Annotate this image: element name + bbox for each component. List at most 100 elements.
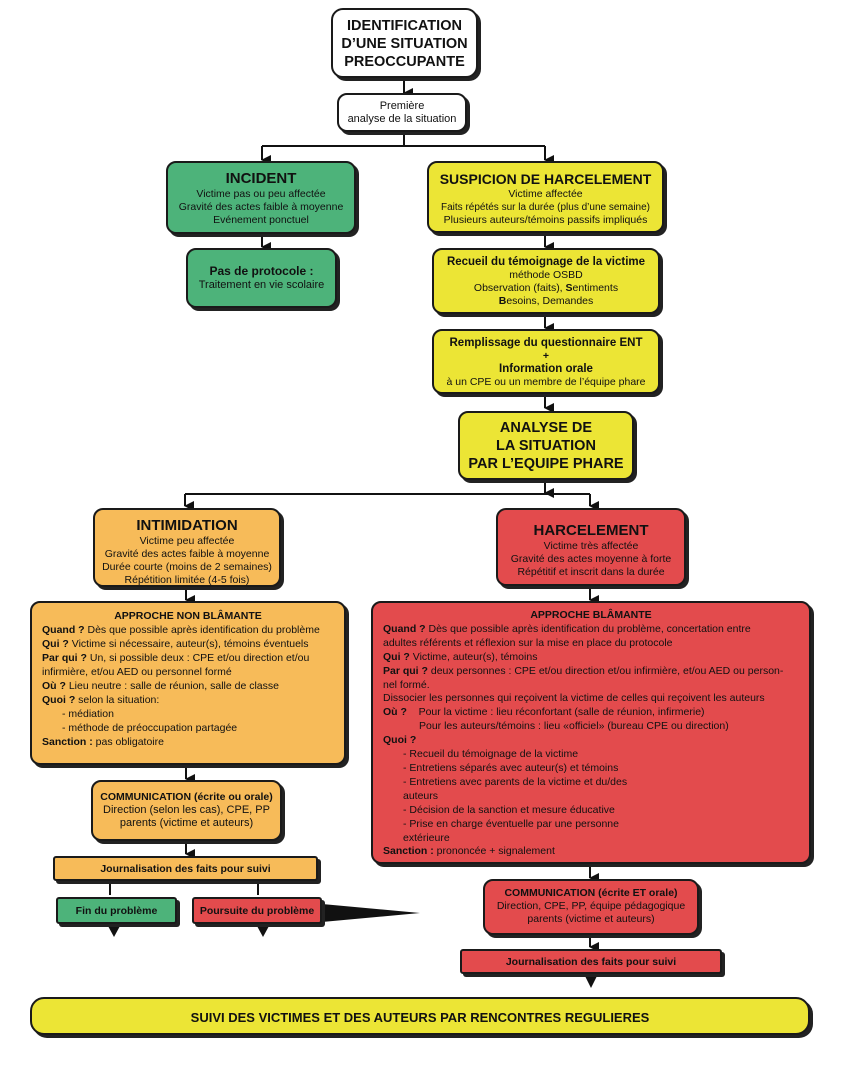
journal-left-text: Journalisation des faits pour suivi bbox=[100, 863, 271, 875]
recueil-line: Observation (faits), Sentiments bbox=[434, 282, 658, 295]
approche-blamante-title: APPROCHE BLÂMANTE bbox=[530, 609, 652, 621]
harcelement-line: Répétitif et inscrit dans la durée bbox=[517, 566, 665, 578]
nb-text: Un, si possible deux : CPE et/ou directi… bbox=[86, 652, 310, 664]
first-analysis-box: Première analyse de la situation bbox=[337, 93, 467, 132]
b-label: Quand ? bbox=[383, 622, 426, 635]
harcelement-box: HARCELEMENT Victime très affectée Gravit… bbox=[496, 508, 686, 586]
b-label: Qui ? bbox=[383, 650, 410, 663]
nb-text: selon la situation: bbox=[75, 694, 160, 706]
nb-text: Victime si nécessaire, auteur(s), témoin… bbox=[68, 638, 309, 650]
nb-parqui: Par qui ? Un, si possible deux : CPE et/… bbox=[42, 651, 334, 665]
harcelement-title: HARCELEMENT bbox=[533, 522, 649, 539]
incident-line: Victime pas ou peu affectée bbox=[196, 188, 326, 200]
b-quoi-item: auteurs bbox=[403, 789, 439, 802]
nb-label: Par qui ? bbox=[42, 652, 87, 664]
analyse-box: ANALYSE DE LA SITUATION PAR L’EQUIPE PHA… bbox=[458, 411, 634, 480]
communication-right-line: Direction, CPE, PP, équipe pédagogique bbox=[496, 900, 686, 912]
b-ou: Où ? Pour la victime : lieu réconfortant… bbox=[383, 706, 799, 720]
no-protocol-title: Pas de protocole : bbox=[209, 264, 314, 278]
nb-qui: Qui ? Victime si nécessaire, auteur(s), … bbox=[42, 637, 334, 651]
recueil-text: entiments bbox=[572, 282, 619, 294]
intimidation-line: Répétition limitée (4-5 fois) bbox=[124, 574, 250, 586]
harcelement-line: Gravité des actes moyenne à forte bbox=[510, 553, 672, 565]
intimidation-box: INTIMIDATION Victime peu affectée Gravit… bbox=[93, 508, 281, 587]
b-text: Pour la victime : lieu réconfortant (sal… bbox=[406, 706, 705, 719]
nb-label: Où ? bbox=[42, 680, 66, 692]
b-text: Dès que possible après identification du… bbox=[425, 622, 751, 635]
incident-line: Gravité des actes faible à moyenne bbox=[178, 201, 344, 213]
communication-right-title: COMMUNICATION (écrite ET orale) bbox=[504, 887, 678, 899]
suspicion-line: Faits répétés sur la durée (plus d’une s… bbox=[441, 202, 650, 213]
recueil-method: méthode OSBD bbox=[509, 269, 583, 281]
no-protocol-text: Traitement en vie scolaire bbox=[198, 279, 325, 291]
b-label: Quoi ? bbox=[383, 734, 417, 747]
b-parqui: Par qui ? deux personnes : CPE et/ou dir… bbox=[383, 665, 799, 679]
suivi-banner: SUIVI DES VICTIMES ET DES AUTEURS PAR RE… bbox=[30, 997, 810, 1035]
b-label: Par qui ? bbox=[383, 664, 428, 677]
b-quoi-item: extérieure bbox=[403, 831, 450, 844]
suspicion-line: Victime affectée bbox=[508, 188, 583, 200]
nb-parqui-2: infirmière, et/ou AED ou personnel formé bbox=[42, 666, 232, 678]
suspicion-line: Plusieurs auteurs/témoins passifs impliq… bbox=[443, 214, 648, 226]
nb-quoi-item: - méthode de préoccupation partagée bbox=[62, 722, 238, 734]
b-label: Où ? bbox=[383, 706, 407, 719]
approche-non-blamante-title: APPROCHE NON BLÂMANTE bbox=[114, 610, 262, 622]
analyse-line: ANALYSE DE bbox=[499, 420, 593, 436]
recueil-title: Recueil du témoignage de la victime bbox=[446, 256, 646, 268]
b-dissocier: Dissocier les personnes qui reçoivent la… bbox=[383, 692, 765, 705]
communication-right-line: parents (victime et auteurs) bbox=[527, 913, 655, 925]
communication-left-box: COMMUNICATION (écrite ou orale) Directio… bbox=[91, 780, 282, 841]
b-quoi-item: - Prise en charge éventuelle par une per… bbox=[403, 817, 619, 830]
approche-non-blamante-box: APPROCHE NON BLÂMANTE Quand ? Dès que po… bbox=[30, 601, 346, 765]
b-text: Victime, auteur(s), témoins bbox=[409, 650, 538, 663]
b-quoi-item: - Décision de la sanction et mesure éduc… bbox=[403, 803, 615, 816]
start-line: PREOCCUPANTE bbox=[344, 54, 465, 70]
b-quand-2: adultes référents et réflexion sur la mi… bbox=[383, 636, 673, 649]
recueil-line: Besoins, Demandes bbox=[434, 295, 658, 308]
no-protocol-box: Pas de protocole : Traitement en vie sco… bbox=[186, 248, 337, 308]
b-text: prononcée + signalement bbox=[433, 845, 555, 858]
start-line: IDENTIFICATION bbox=[347, 18, 462, 34]
questionnaire-title: Remplissage du questionnaire ENT bbox=[449, 337, 643, 349]
recueil-text: esoins, Demandes bbox=[506, 295, 594, 307]
journal-right-box: Journalisation des faits pour suivi bbox=[460, 949, 722, 974]
first-analysis-line: Première bbox=[379, 100, 425, 112]
intimidation-title: INTIMIDATION bbox=[136, 517, 238, 534]
recueil-letter: S bbox=[565, 282, 573, 294]
start-line: D’UNE SITUATION bbox=[341, 36, 468, 52]
journal-right-text: Journalisation des faits pour suivi bbox=[505, 956, 677, 968]
nb-label: Qui ? bbox=[42, 638, 69, 650]
b-quoi-item: - Entretiens avec parents de la victime … bbox=[403, 775, 628, 788]
b-quand: Quand ? Dès que possible après identific… bbox=[383, 623, 799, 637]
recueil-box: Recueil du témoignage de la victime méth… bbox=[432, 248, 660, 314]
fin-probleme-text: Fin du problème bbox=[75, 905, 158, 917]
harcelement-line: Victime très affectée bbox=[543, 540, 639, 552]
b-quoi-item: - Entretiens séparés avec auteur(s) et t… bbox=[403, 761, 619, 774]
intimidation-line: Victime peu affectée bbox=[139, 535, 235, 547]
communication-right-box: COMMUNICATION (écrite ET orale) Directio… bbox=[483, 879, 699, 935]
nb-ou: Où ? Lieu neutre : salle de réunion, sal… bbox=[42, 679, 334, 693]
communication-left-line: parents (victime et auteurs) bbox=[119, 817, 254, 829]
first-analysis-line: analyse de la situation bbox=[347, 113, 457, 125]
nb-label: Sanction : bbox=[42, 736, 93, 748]
analyse-line: LA SITUATION bbox=[496, 438, 596, 454]
nb-sanction: Sanction : pas obligatoire bbox=[42, 735, 334, 749]
questionnaire-text: à un CPE ou un membre de l’équipe phare bbox=[446, 376, 646, 388]
nb-label: Quand ? bbox=[42, 624, 85, 636]
nb-text: Dès que possible après identification du… bbox=[84, 624, 320, 636]
suspicion-box: SUSPICION DE HARCELEMENT Victime affecté… bbox=[427, 161, 664, 233]
recueil-letter: B bbox=[498, 295, 507, 307]
intimidation-line: Durée courte (moins de 2 semaines) bbox=[102, 561, 272, 573]
b-ou-2: Pour les auteurs/témoins : lieu «officie… bbox=[419, 720, 729, 733]
suspicion-title: SUSPICION DE HARCELEMENT bbox=[439, 171, 652, 187]
intimidation-line: Gravité des actes faible à moyenne bbox=[104, 548, 270, 560]
poursuite-probleme-text: Poursuite du problème bbox=[199, 905, 315, 917]
b-sanction: Sanction : prononcée + signalement bbox=[383, 845, 799, 859]
suivi-text: SUIVI DES VICTIMES ET DES AUTEURS PAR RE… bbox=[190, 1010, 650, 1025]
communication-left-line: Direction (selon les cas), CPE, PP bbox=[103, 804, 270, 816]
nb-quoi-item: - médiation bbox=[62, 708, 114, 720]
questionnaire-box: Remplissage du questionnaire ENT + Infor… bbox=[432, 329, 660, 394]
incident-box: INCIDENT Victime pas ou peu affectée Gra… bbox=[166, 161, 356, 234]
nb-text: pas obligatoire bbox=[92, 736, 164, 748]
b-quoi-item: - Recueil du témoignage de la victime bbox=[403, 748, 579, 761]
